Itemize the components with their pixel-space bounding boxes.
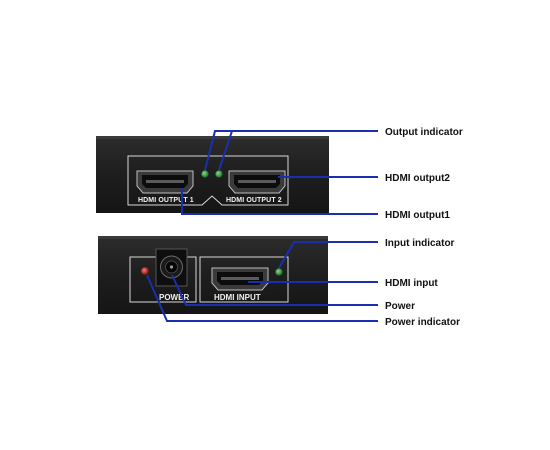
leader-power [171,274,378,306]
leader-power-indicator [146,274,378,322]
front-label-output-2: HDMI OUTPUT 2 [226,197,282,204]
leader-lines [146,130,378,322]
callout-hdmi-output1: HDMI output1 [385,210,450,221]
rear-label-input: HDMI INPUT [214,293,261,302]
leader-hdmi-output1 [181,188,378,215]
callout-power-indicator: Power indicator [385,317,460,328]
output-indicator-led-2 [215,170,223,178]
front-panel: HDMI OUTPUT 1 HDMI OUTPUT 2 [96,136,329,213]
front-panel-body [96,136,329,213]
hdmi-output-1-port [136,170,194,194]
output-indicator-led-1 [201,170,209,178]
callout-output-indicator: Output indicator [385,127,463,138]
callout-input-indicator: Input indicator [385,238,455,249]
power-indicator-led [141,267,149,275]
callout-labels: Output indicator HDMI output2 HDMI outpu… [385,127,463,328]
front-panel-outline [127,155,289,206]
callout-hdmi-input: HDMI input [385,278,438,289]
input-indicator-led [275,268,283,276]
leader-input-indicator [278,241,378,269]
rear-label-power: POWER [159,293,189,302]
callout-power: Power [385,301,415,312]
hdmi-output-2-port [228,170,286,194]
hdmi-input-port [211,267,269,291]
front-label-output-1: HDMI OUTPUT 1 [138,197,194,204]
power-jack [155,248,188,287]
callout-hdmi-output2: HDMI output2 [385,173,450,184]
rear-panel: POWER HDMI INPUT [98,236,328,314]
